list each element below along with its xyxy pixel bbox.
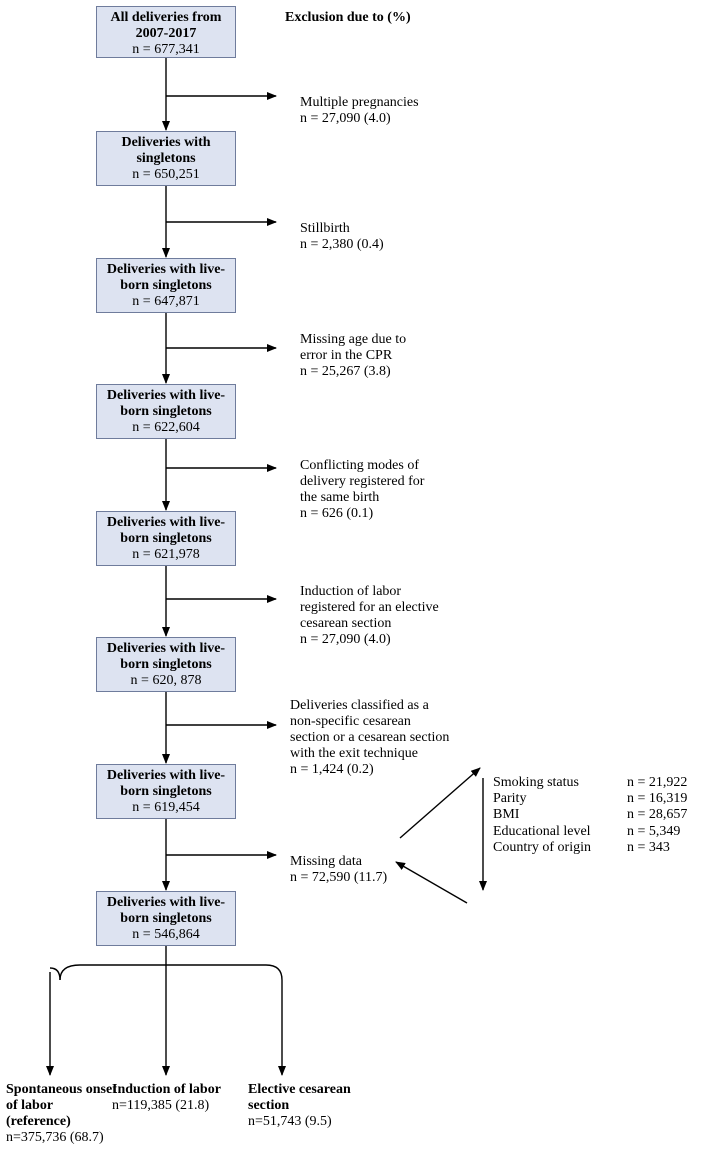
missing-data-count: n = 16,319 [627, 791, 688, 807]
outcome-spontaneous-onset: Spontaneous onset of labor (reference) n… [6, 1082, 118, 1146]
missing-data-label: Parity [493, 791, 527, 807]
flow-box-live-born-5: Deliveries with live-born singletons n =… [96, 764, 236, 819]
box-title: Deliveries with live-born singletons [106, 895, 226, 926]
outcome-title: Elective cesarean section [248, 1082, 351, 1113]
outcome-split-bar [59, 964, 283, 981]
exclusion-label: Multiple pregnancies [300, 95, 419, 110]
box-title: All deliveries from 2007-2017 [110, 10, 222, 41]
exclusion-multiple-pregnancies: Multiple pregnancies n = 27,090 (4.0) [300, 79, 419, 143]
flow-box-final-cohort: Deliveries with live-born singletons n =… [96, 891, 236, 946]
box-title: Deliveries with live-born singletons [106, 641, 226, 672]
exclusion-count: n = 27,090 (4.0) [300, 632, 391, 647]
flow-box-live-born-4: Deliveries with live-born singletons n =… [96, 637, 236, 692]
exclusion-count: n = 27,090 (4.0) [300, 111, 391, 126]
box-title: Deliveries with live-born singletons [106, 768, 226, 799]
box-count: n = 546,864 [132, 927, 200, 942]
exclusion-stillbirth: Stillbirth n = 2,380 (0.4) [300, 205, 384, 269]
exclusion-count: n = 1,424 (0.2) [290, 762, 374, 777]
box-count: n = 650,251 [132, 167, 200, 182]
outcome-count: n=375,736 (68.7) [6, 1130, 104, 1145]
exclusion-count: n = 72,590 (11.7) [290, 870, 388, 885]
exclusion-label: Induction of labor registered for an ele… [300, 584, 439, 631]
missing-data-count: n = 343 [627, 839, 670, 855]
box-title: Deliveries with singletons [121, 135, 211, 166]
exclusion-missing-age: Missing age due to error in the CPR n = … [300, 316, 406, 396]
missing-data-count: n = 5,349 [627, 823, 681, 839]
exclusion-induction-elective: Induction of labor registered for an ele… [300, 568, 439, 664]
flow-box-live-born-1: Deliveries with live-born singletons n =… [96, 258, 236, 313]
missing-data-label: Country of origin [493, 839, 591, 855]
box-count: n = 622,604 [132, 420, 200, 435]
exclusion-count: n = 25,267 (3.8) [300, 364, 391, 379]
box-count: n = 677,341 [132, 42, 200, 57]
box-count: n = 621,978 [132, 547, 200, 562]
box-title: Deliveries with live-born singletons [106, 515, 226, 546]
missing-data-row: Parity n = 16,319 [493, 791, 709, 807]
outcome-elective-cesarean: Elective cesarean section n=51,743 (9.5) [248, 1082, 373, 1130]
missing-detail-arrow-in [395, 861, 468, 904]
exclusion-count: n = 626 (0.1) [300, 506, 374, 521]
exclusion-header: Exclusion due to (%) [285, 10, 411, 25]
outcome-induction: Induction of labor n=119,385 (21.8) [112, 1082, 242, 1114]
box-count: n = 620, 878 [130, 673, 202, 688]
missing-data-row: Smoking status n = 21,922 [493, 775, 709, 791]
box-count: n = 647,871 [132, 294, 200, 309]
exclusion-label: Stillbirth [300, 221, 350, 236]
exclusion-label: Deliveries classified as a non-specific … [290, 698, 450, 761]
missing-data-count: n = 21,922 [627, 775, 688, 790]
outcome-title: Spontaneous onset of labor (reference) [6, 1082, 117, 1129]
exclusion-label: Missing age due to error in the CPR [300, 332, 407, 363]
missing-data-label: Educational level [493, 823, 591, 839]
exclusion-label: Conflicting modes of delivery registered… [300, 458, 425, 505]
missing-data-label: BMI [493, 807, 520, 823]
box-count: n = 619,454 [132, 800, 200, 815]
missing-data-row: BMI n = 28,657 [493, 807, 709, 823]
exclusion-label: Missing data [290, 854, 362, 869]
exclusion-missing-data: Missing data n = 72,590 (11.7) [290, 838, 387, 902]
flow-box-singletons: Deliveries with singletons n = 650,251 [96, 131, 236, 186]
flow-box-all-deliveries: All deliveries from 2007-2017 n = 677,34… [96, 6, 236, 58]
missing-data-breakdown: Smoking status n = 21,922 Parity n = 16,… [493, 775, 709, 856]
missing-data-row: Educational level n = 5,349 [493, 824, 709, 840]
exclusion-count: n = 2,380 (0.4) [300, 237, 384, 252]
missing-data-label: Smoking status [493, 775, 579, 790]
missing-detail-arrow-out [399, 767, 481, 839]
outcome-title: Induction of labor [112, 1082, 221, 1097]
flow-box-live-born-3: Deliveries with live-born singletons n =… [96, 511, 236, 566]
missing-data-count: n = 28,657 [627, 807, 688, 823]
box-title: Deliveries with live-born singletons [106, 262, 226, 293]
outcome-count: n=51,743 (9.5) [248, 1114, 332, 1129]
exclusion-conflicting-modes: Conflicting modes of delivery registered… [300, 442, 424, 538]
flow-box-live-born-2: Deliveries with live-born singletons n =… [96, 384, 236, 439]
exclusion-nonspecific-cesarean: Deliveries classified as a non-specific … [290, 682, 449, 794]
box-title: Deliveries with live-born singletons [106, 388, 226, 419]
missing-data-row: Country of origin n = 343 [493, 840, 709, 856]
outcome-count: n=119,385 (21.8) [112, 1098, 210, 1113]
